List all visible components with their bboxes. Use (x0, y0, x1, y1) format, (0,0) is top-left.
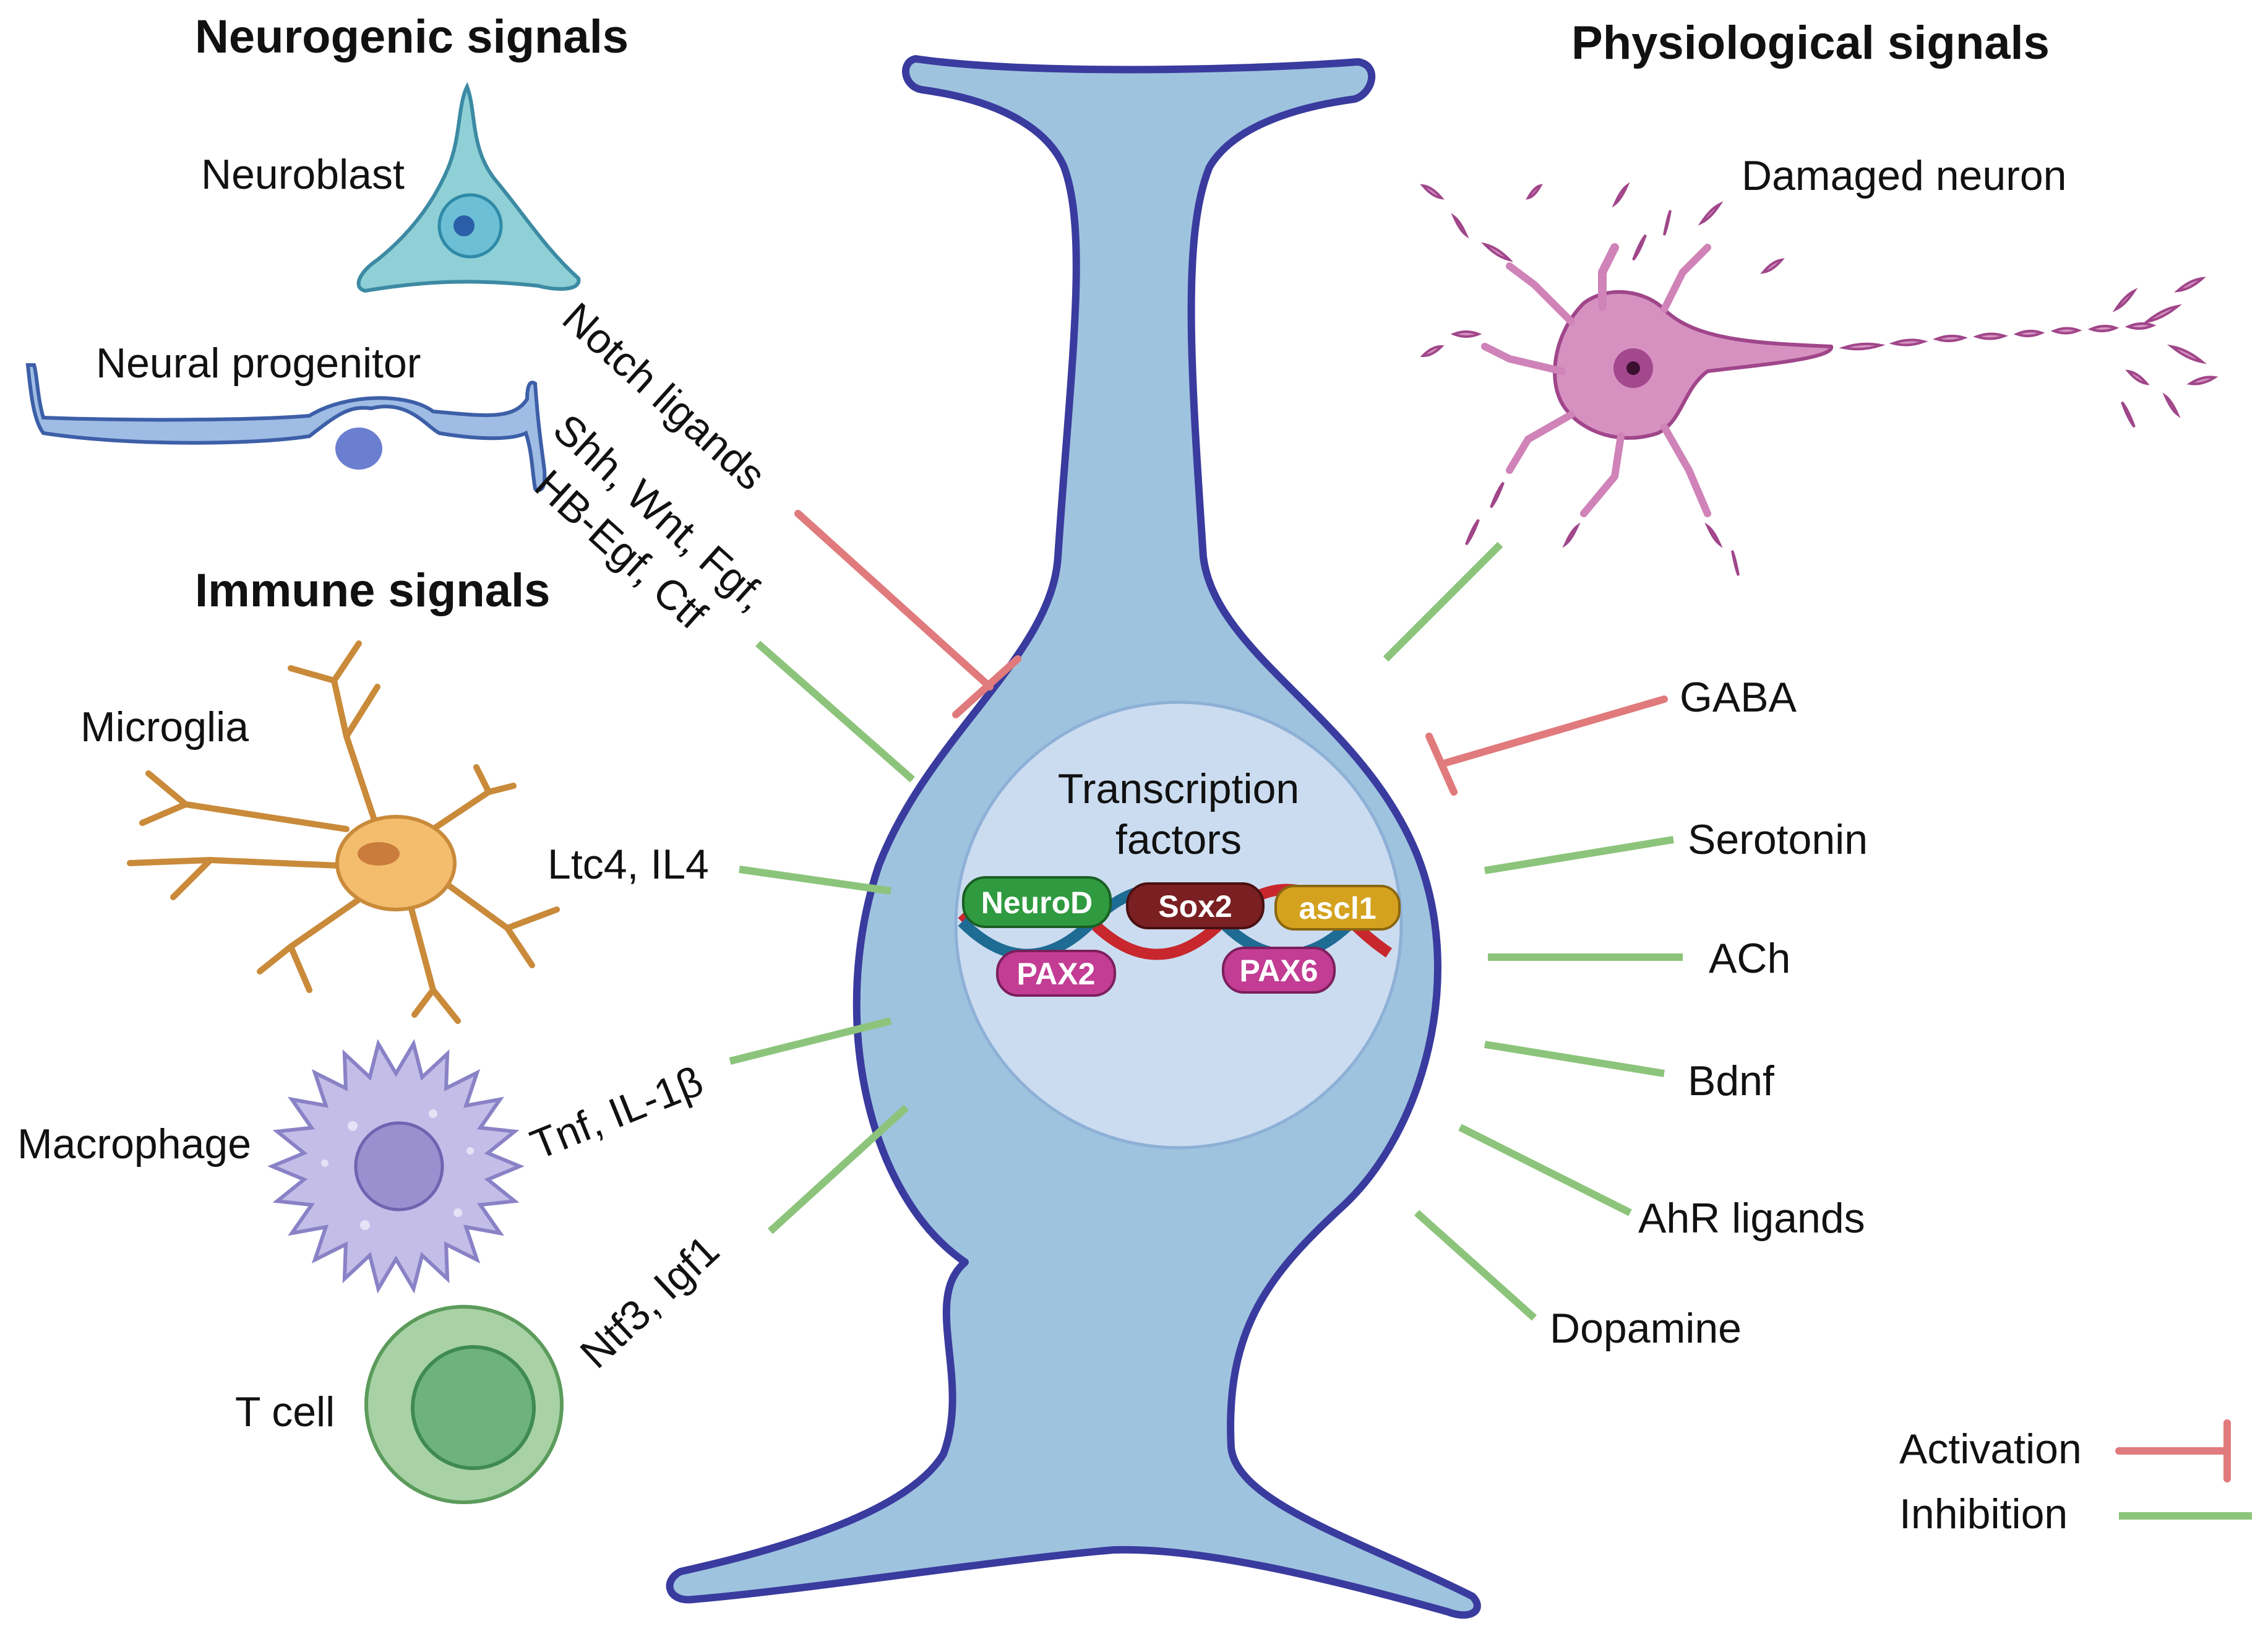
legend-inhibition-label: Inhibition (1899, 1491, 2068, 1538)
label-neuroblast: Neuroblast (201, 151, 405, 198)
neurite-fragment (2174, 277, 2206, 293)
damaged-neuron-fragments (1420, 182, 2219, 576)
microglia-cell (127, 640, 560, 1024)
pax2-label: PAX2 (1017, 957, 1096, 991)
neurite-fragment (1420, 184, 1445, 200)
neurite-fragment (2050, 327, 2082, 335)
label-macrophage: Macrophage (17, 1121, 251, 1168)
nucleus-title-line2: factors (1115, 816, 1242, 863)
ascl1-label: ascl1 (1299, 891, 1376, 926)
tcell-arrow (767, 1104, 909, 1234)
neurite-fragment (1889, 338, 1928, 346)
neurod-label: NeuroD (981, 885, 1093, 920)
neurite-fragment (1632, 234, 1647, 261)
neurite-fragment (2112, 288, 2138, 312)
gaba-inhibition-line (1425, 695, 1668, 796)
heading-neurogenic: Neurogenic signals (195, 11, 629, 63)
label-t-cell: T cell (235, 1388, 335, 1435)
damaged-neuron-cell (1481, 243, 1833, 517)
sox2-label: Sox2 (1158, 889, 1232, 924)
neurite-fragment (1526, 184, 1543, 200)
label-ltc4-il4: Ltc4, IL4 (548, 841, 709, 888)
neurite-fragment (1480, 242, 1514, 262)
neurite-fragment (1465, 518, 1480, 546)
neurite-fragment (2167, 344, 2207, 364)
damaged-neuron-arrow (1383, 541, 1503, 662)
serotonin-arrow (1484, 836, 1674, 874)
macrophage-arrow (729, 1017, 892, 1065)
notch-inhibition-line (794, 510, 1021, 718)
morphogen-arrow (755, 640, 915, 783)
neurite-fragment (1839, 342, 1886, 351)
legend-activation-symbol (2115, 1419, 2231, 1482)
heading-physiological: Physiological signals (1571, 17, 2050, 69)
neuroblast-cell (356, 82, 581, 293)
neurite-fragment (1420, 345, 1445, 357)
ahr-arrow (1458, 1124, 1632, 1216)
neurite-fragment (1698, 201, 1724, 226)
neurite-fragment (2121, 401, 2136, 428)
neurite-fragment (1451, 213, 1469, 239)
neurite-fragment (2125, 369, 2150, 385)
pax2-pill (996, 950, 1116, 997)
neurite-fragment (1612, 182, 1630, 208)
pax6-label: PAX6 (1240, 953, 1318, 988)
microglia-body (335, 815, 457, 911)
neurite-fragment (1490, 481, 1505, 509)
microglia-arrow (739, 866, 891, 895)
neurod-pill (962, 876, 1112, 928)
neurite-fragment (2087, 325, 2120, 332)
neurite-fragment (1731, 550, 1740, 576)
t-cell (364, 1305, 564, 1504)
neurite-fragment (2124, 322, 2157, 330)
neurite-fragment (2142, 304, 2183, 324)
neurite-fragment (1933, 335, 1968, 342)
label-serotonin: Serotonin (1688, 816, 1868, 863)
neurite-fragment (1663, 210, 1672, 236)
label-ahr-ligands: AhR ligands (1638, 1195, 1865, 1242)
macrophage-cell (267, 1039, 525, 1294)
ascl1-pill (1274, 885, 1401, 931)
neurite-fragment (1704, 522, 1723, 548)
label-neural-progenitor: Neural progenitor (96, 340, 421, 387)
neurite-fragment (2013, 330, 2045, 337)
damaged-neuron-nucleus (1613, 348, 1653, 388)
sox2-pill (1126, 882, 1265, 929)
label-gaba: GABA (1680, 674, 1797, 721)
label-bdnf: Bdnf (1688, 1057, 1774, 1104)
legend-activation-label: Activation (1899, 1426, 2082, 1473)
neurite-fragment (1562, 522, 1581, 548)
dopamine-arrow (1414, 1210, 1537, 1321)
label-tnf-il1b: Tnf, IL-1β (524, 1057, 710, 1169)
label-microglia: Microglia (80, 703, 249, 751)
legend: Activation Inhibition (1899, 1419, 2253, 1538)
label-ach: ACh (1709, 935, 1790, 982)
pax6-pill (1222, 947, 1336, 994)
label-damaged-neuron: Damaged neuron (1742, 152, 2066, 199)
bdnf-arrow (1484, 1041, 1665, 1077)
neurite-fragment (1450, 330, 1482, 338)
neurite-fragment (1760, 258, 1785, 274)
neurite-fragment (1973, 332, 2008, 340)
label-ntf3-igf1: Ntf3, Igf1 (571, 1226, 728, 1377)
neural-progenitor-cell (25, 363, 547, 492)
label-dopamine: Dopamine (1550, 1305, 1742, 1352)
neurite-fragment (2162, 392, 2181, 418)
muller-glia-cell (666, 55, 1481, 1619)
nucleus-title-line1: Transcription (1058, 765, 1300, 812)
neurite-fragment (2186, 376, 2219, 385)
heading-immune: Immune signals (195, 564, 550, 617)
transcription-factors: NeuroD Sox2 ascl1 PAX2 PAX6 (962, 876, 1401, 997)
